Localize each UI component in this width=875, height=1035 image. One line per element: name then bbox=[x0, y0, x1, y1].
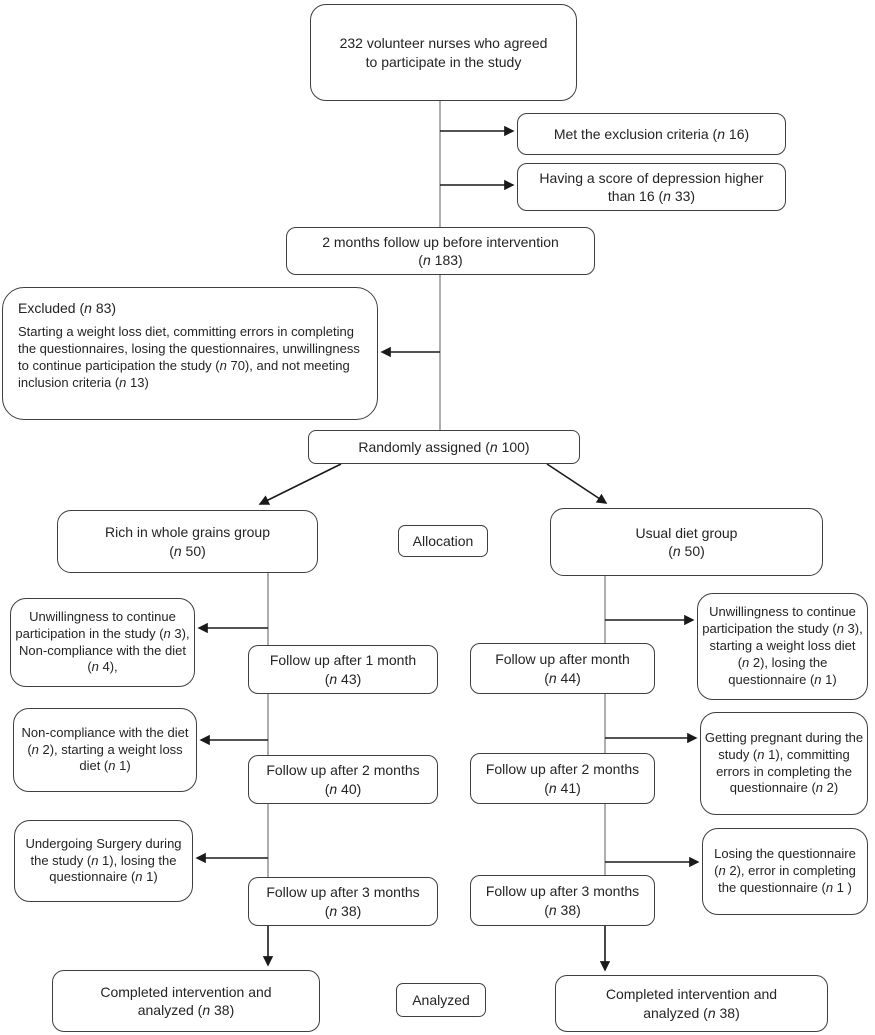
box-right-dropout-3-text: Losing the questionnaire (n 2), error in… bbox=[714, 846, 856, 895]
box-met-exclusion-criteria: Met the exclusion criteria (n 16) bbox=[517, 113, 786, 155]
arrow-randomized-to-right-group bbox=[546, 463, 608, 504]
box-left-followup-2-text: Follow up after 2 months(n 40) bbox=[266, 762, 420, 797]
box-left-followup-1: Follow up after 1 month(n 43) bbox=[248, 645, 438, 694]
arrow-randomized-to-left-group bbox=[258, 463, 342, 505]
box-right-followup-3-text: Follow up after 3 months(n 38) bbox=[485, 883, 640, 918]
box-right-followup-1: Follow up after month(n 44) bbox=[470, 643, 655, 694]
box-right-dropout-1: Unwillingness to continue participation … bbox=[697, 593, 868, 700]
box-randomized-text: Randomly assigned (n 100) bbox=[358, 438, 530, 455]
box-left-group-text: Rich in whole grains group(n 50) bbox=[105, 524, 270, 559]
box-right-group: Usual diet group(n 50) bbox=[550, 508, 823, 576]
box-analyzed-label-text: Analyzed bbox=[412, 991, 470, 1008]
box-pre-intervention-followup: 2 months follow up before intervention(n… bbox=[286, 227, 595, 275]
box-excluded: Excluded (n 83) Starting a weight loss d… bbox=[2, 287, 378, 420]
box-left-dropout-2: Non-compliance with the diet (n 2), star… bbox=[13, 708, 197, 792]
box-met-exclusion-criteria-text: Met the exclusion criteria (n 16) bbox=[553, 125, 750, 142]
box-left-group: Rich in whole grains group(n 50) bbox=[57, 510, 318, 573]
box-analyzed-label: Analyzed bbox=[396, 983, 486, 1017]
box-randomized: Randomly assigned (n 100) bbox=[308, 430, 580, 464]
box-left-dropout-2-text: Non-compliance with the diet (n 2), star… bbox=[21, 724, 189, 774]
box-left-dropout-1: Unwillingness to continue participation … bbox=[10, 598, 195, 687]
box-right-dropout-2-text: Getting pregnant during the study (n 1),… bbox=[704, 729, 864, 796]
box-pre-intervention-followup-text: 2 months follow up before intervention(n… bbox=[322, 233, 559, 268]
box-left-followup-1-text: Follow up after 1 month(n 43) bbox=[269, 652, 417, 687]
box-excluded-title: Excluded (n 83) bbox=[18, 300, 117, 316]
box-left-followup-3: Follow up after 3 months(n 38) bbox=[248, 877, 438, 926]
box-excluded-body: Starting a weight loss diet, committing … bbox=[18, 324, 360, 390]
box-left-followup-2: Follow up after 2 months(n 40) bbox=[248, 755, 438, 804]
box-allocation-label: Allocation bbox=[398, 525, 488, 557]
box-right-followup-2: Follow up after 2 months(n 41) bbox=[470, 753, 655, 804]
box-right-followup-3: Follow up after 3 months(n 38) bbox=[470, 875, 655, 926]
box-right-followup-1-text: Follow up after month(n 44) bbox=[495, 651, 630, 686]
box-left-followup-3-text: Follow up after 3 months(n 38) bbox=[266, 884, 420, 919]
box-right-dropout-1-text: Unwillingness to continue participation … bbox=[702, 604, 863, 687]
box-allocation-label-text: Allocation bbox=[412, 532, 474, 549]
box-left-dropout-3-text: Undergoing Surgery during the study (n 1… bbox=[25, 835, 182, 885]
box-right-dropout-3: Losing the questionnaire (n 2), error in… bbox=[702, 828, 868, 915]
box-right-dropout-2: Getting pregnant during the study (n 1),… bbox=[700, 712, 868, 815]
box-right-followup-2-text: Follow up after 2 months(n 41) bbox=[485, 761, 640, 796]
box-left-dropout-1-text: Unwillingness to continue participation … bbox=[15, 608, 190, 675]
box-right-group-text: Usual diet group(n 50) bbox=[635, 524, 738, 559]
box-left-dropout-3: Undergoing Surgery during the study (n 1… bbox=[14, 820, 193, 902]
